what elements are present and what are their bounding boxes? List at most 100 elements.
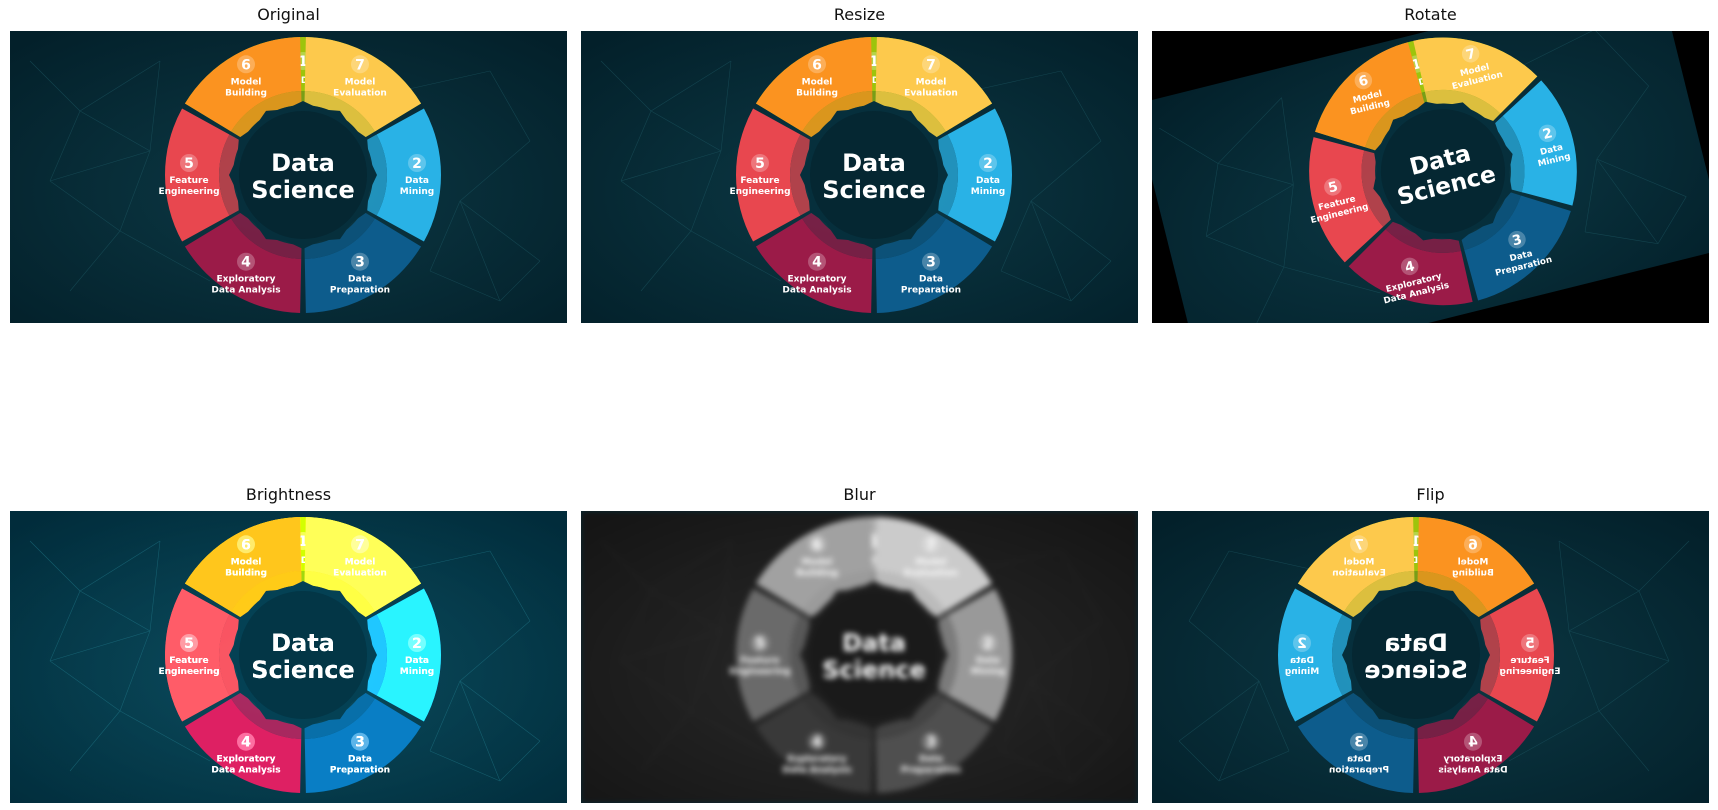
segment-label: Data — [1347, 755, 1371, 765]
segment-number: 3 — [355, 735, 365, 751]
segment-label: Model — [916, 77, 947, 87]
panel-title: Resize — [833, 5, 886, 24]
panel-title: Original — [257, 5, 320, 24]
center-title-line1: Data — [271, 149, 335, 177]
number-badge — [808, 55, 826, 74]
segment-label: Exploratory — [217, 275, 276, 285]
number-badge — [351, 55, 369, 74]
segment-number: 5 — [1525, 636, 1535, 652]
segment-label: Evaluation — [333, 88, 387, 98]
segment-number: 2 — [1541, 125, 1554, 143]
segment-number: 6 — [241, 537, 251, 553]
segment-number: 7 — [926, 537, 936, 553]
segment-label: Preparation — [1329, 766, 1389, 776]
number-badge — [237, 252, 255, 271]
network-pattern — [600, 540, 1112, 782]
number-badge — [751, 634, 769, 652]
number-badge — [751, 154, 769, 172]
number-badge — [922, 252, 940, 271]
segment-label: Building — [796, 568, 838, 578]
center-title-line2: Science — [1364, 656, 1468, 684]
segment-number: 2 — [1297, 636, 1307, 652]
number-badge — [1461, 45, 1480, 63]
segment-number: 6 — [812, 57, 822, 73]
segment-number: 3 — [355, 255, 365, 271]
segment-label: Model — [1344, 557, 1375, 567]
segment-label: Mining — [400, 667, 434, 677]
network-pattern — [1178, 540, 1690, 782]
segment-label: Data Analysis — [1438, 766, 1507, 776]
segment-label: Mining — [400, 187, 434, 197]
network-pattern — [1159, 31, 1687, 323]
segment-label: Preparation — [901, 286, 961, 296]
network-pattern — [600, 60, 1112, 302]
segment-label: Feature — [740, 176, 779, 186]
center-title-line1: Data — [1384, 629, 1448, 657]
segment-label: Data — [976, 176, 1000, 186]
number-badge — [1293, 634, 1311, 652]
segment-label: Preparation — [330, 766, 390, 776]
segment-label: Evaluation — [904, 88, 958, 98]
network-pattern — [29, 540, 541, 782]
number-badge — [1464, 732, 1482, 751]
segment-number: 4 — [1403, 258, 1416, 276]
segment-label: Data Analysis — [782, 766, 851, 776]
segment-label: Feature — [740, 656, 779, 666]
segment-label: Engineering — [729, 667, 790, 677]
segment-label: Engineering — [729, 187, 790, 197]
number-badge — [808, 732, 826, 751]
number-badge — [1350, 535, 1368, 554]
center-title-line1: Data — [842, 149, 906, 177]
segment-label: Model — [802, 77, 833, 87]
segment-number: 4 — [241, 735, 251, 751]
segment-label: Data — [348, 755, 372, 765]
segment-label: Exploratory — [1443, 755, 1502, 765]
segment-number: 1 — [298, 534, 308, 550]
segment-label: Data Analysis — [211, 286, 280, 296]
number-badge — [1350, 732, 1368, 751]
segment-label: Exploratory — [788, 755, 847, 765]
segment-label: Data Analysis — [211, 766, 280, 776]
number-badge — [808, 535, 826, 554]
segment-number: 7 — [355, 537, 365, 553]
segment-label: Problem Definition — [826, 556, 921, 566]
segment-label: Evaluation — [1332, 568, 1386, 578]
segment-label: Model — [231, 557, 262, 567]
segment-label: Problem Definition — [255, 76, 350, 86]
segment-number: 2 — [983, 156, 993, 172]
segment-label: Data Analysis — [782, 286, 851, 296]
segment-number: 4 — [241, 255, 251, 271]
number-badge — [1354, 71, 1373, 90]
number-badge — [922, 732, 940, 751]
number-badge — [180, 634, 198, 652]
segment-number: 6 — [241, 57, 251, 73]
segment-label: Feature — [169, 176, 208, 186]
segment-number: 7 — [926, 57, 936, 73]
segment-label: Model — [345, 557, 376, 567]
number-badge — [1324, 178, 1342, 196]
panel-title: Brightness — [245, 485, 332, 504]
center-title-line1: Data — [271, 629, 335, 657]
